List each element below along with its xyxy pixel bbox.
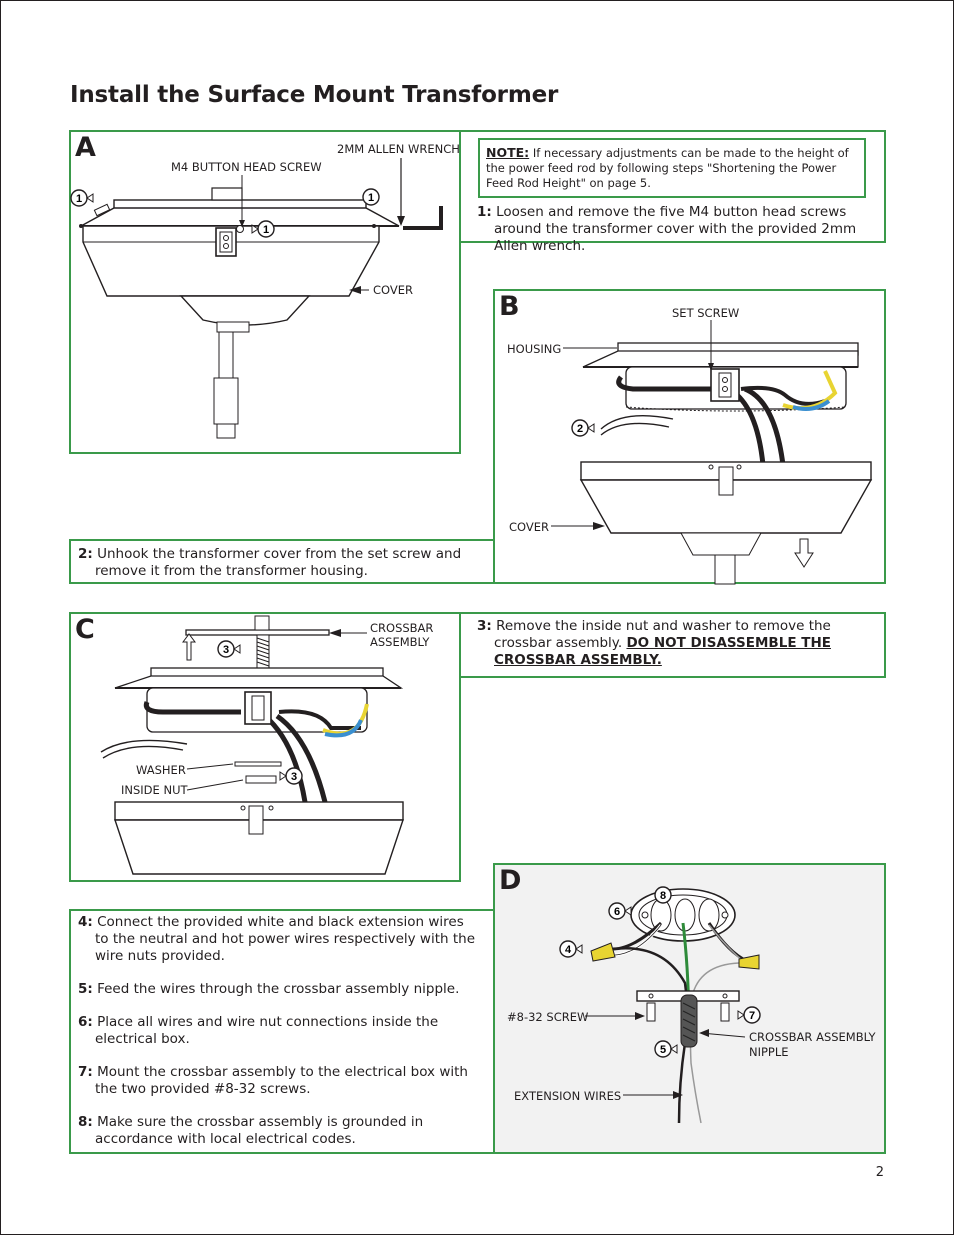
step1: 1: Loosen and remove the five M4 button … [477,204,869,255]
panel-a: A [69,130,461,454]
steps-d-box [69,909,495,1154]
callout-text: 1 [263,224,269,236]
callout-text: 5 [660,1044,666,1056]
steps-d-list: 4: Connect the provided white and black … [78,914,478,1148]
note-text: If necessary adjustments can be made to … [486,146,849,190]
callout-text: 8 [660,890,666,902]
panel-b-illustration: 2 [551,320,873,585]
label-allen-wrench: 2MM ALLEN WRENCH [337,142,460,156]
label-set-screw: SET SCREW [672,306,740,320]
step2-text: Unhook the transformer cover from the se… [95,546,462,579]
step5: 5: Feed the wires through the crossbar a… [78,981,460,997]
label-screw: #8-32 SCREW [507,1010,589,1024]
step6: 6: Place all wires and wire nut connecti… [78,1014,439,1047]
step1-box [459,130,886,243]
label-nipple-2: NIPPLE [749,1045,789,1059]
panel-a-letter: A [75,132,96,163]
label-crossbar-2: ASSEMBLY [370,635,430,649]
step4: 4: Connect the provided white and black … [78,914,475,964]
callout-1-right [362,188,380,206]
label-crossbar-1: CROSSBAR [370,621,434,635]
callout-text: 1 [368,192,374,204]
callout-text: 3 [223,644,229,656]
panel-d-illustration: 8 6 4 7 5 [559,886,761,1124]
label-cover-b: COVER [509,520,550,534]
callout-text: 1 [76,193,82,205]
step2: 2: Unhook the transformer cover from the… [78,546,488,580]
panel-c-illustration: 3 3 [100,615,404,875]
callout-text: 4 [565,944,572,956]
label-inside-nut: INSIDE NUT [121,783,188,797]
step3-num: 3: [477,618,492,634]
page-number: 2 [875,1165,884,1180]
callout-text: 2 [577,423,583,435]
callout-text: 7 [749,1010,755,1022]
step1-num: 1: [477,204,492,220]
note-heading: NOTE: [486,145,530,160]
label-m4-screw: M4 BUTTON HEAD SCREW [171,160,322,174]
label-nipple-1: CROSSBAR ASSEMBLY [749,1030,876,1044]
callout-text: 6 [614,906,620,918]
panel-b-letter: B [499,291,520,322]
step8: 8: Make sure the crossbar assembly is gr… [78,1114,424,1147]
note-box: NOTE: If necessary adjustments can be ma… [478,138,866,198]
panel-c-letter: C [75,614,95,645]
page-title: Install the Surface Mount Transformer [70,82,559,108]
callout-1-center [251,220,275,238]
step2-num: 2: [78,546,93,562]
panel-d-letter: D [499,865,522,896]
label-cover-a: COVER [373,283,414,297]
step3-text: Remove the inside nut and washer to remo… [494,618,831,651]
label-housing: HOUSING [507,342,562,356]
step3-box [459,612,886,678]
panel-c: C [69,612,461,882]
label-washer: WASHER [136,763,186,777]
step2-box [69,539,495,584]
panel-b: B [493,289,886,584]
step7: 7: Mount the crossbar assembly to the el… [78,1064,468,1097]
panel-a-illustration: 1 1 1 [70,158,443,439]
callout-text: 3 [291,771,297,783]
step3-warning: DO NOT DISASSEMBLE THE CROSSBAR ASSEMBLY… [494,635,831,668]
label-ext-wires: EXTENSION WIRES [514,1089,622,1103]
callout-1-left [70,189,94,207]
step1-text: Loosen and remove the five M4 button hea… [494,204,857,254]
step3: 3: Remove the inside nut and washer to r… [477,618,869,669]
